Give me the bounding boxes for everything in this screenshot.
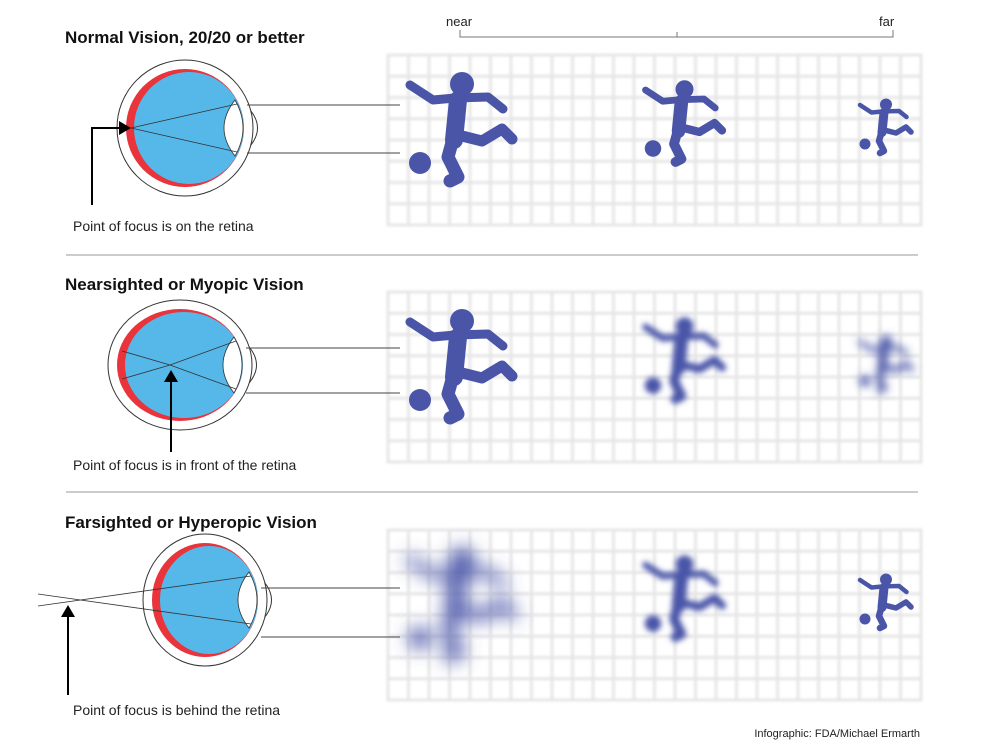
vitreous	[160, 546, 258, 654]
soccer-player-figure	[642, 555, 727, 642]
credit: Infographic: FDA/Michael Ermarth	[754, 728, 920, 740]
far-label: far	[879, 14, 895, 29]
soccer-player-figure	[642, 80, 727, 167]
soccer-player-figure	[857, 98, 914, 157]
ball	[644, 140, 662, 157]
soccer-player-figure	[642, 317, 727, 404]
ball	[644, 377, 662, 394]
section-title-myopic: Nearsighted or Myopic Vision	[65, 275, 304, 294]
soccer-player-figure	[857, 573, 914, 632]
soccer-player-figure	[405, 547, 518, 663]
ball	[859, 138, 871, 150]
vitreous	[134, 72, 244, 184]
eye-diagram	[37, 533, 400, 667]
soccer-player-figure	[405, 309, 518, 425]
soccer-player-figure	[857, 335, 914, 394]
distance-scale	[459, 30, 894, 38]
section-title-normal: Normal Vision, 20/20 or better	[65, 28, 305, 47]
caption-normal: Point of focus is on the retina	[73, 218, 254, 234]
focus-pointer-arrow	[61, 605, 75, 695]
vitreous	[125, 312, 243, 418]
focus-pointer-arrow	[164, 370, 178, 452]
lens	[237, 571, 258, 629]
lens	[223, 99, 244, 157]
ball	[409, 627, 431, 649]
section-title-hyperopic: Farsighted or Hyperopic Vision	[65, 513, 317, 532]
eye-diagram	[107, 299, 400, 431]
ball	[859, 613, 871, 625]
soccer-player-figure	[405, 72, 518, 188]
caption-hyperopic: Point of focus is behind the retina	[73, 702, 281, 718]
focus-pointer-arrow	[91, 121, 131, 205]
lens	[222, 336, 243, 394]
background-grid	[386, 53, 923, 227]
ball	[409, 152, 431, 174]
near-label: near	[446, 14, 473, 29]
caption-myopic: Point of focus is in front of the retina	[73, 457, 297, 473]
ball	[409, 389, 431, 411]
ball	[859, 375, 871, 387]
ball	[644, 615, 662, 632]
eye-diagram	[116, 59, 400, 197]
